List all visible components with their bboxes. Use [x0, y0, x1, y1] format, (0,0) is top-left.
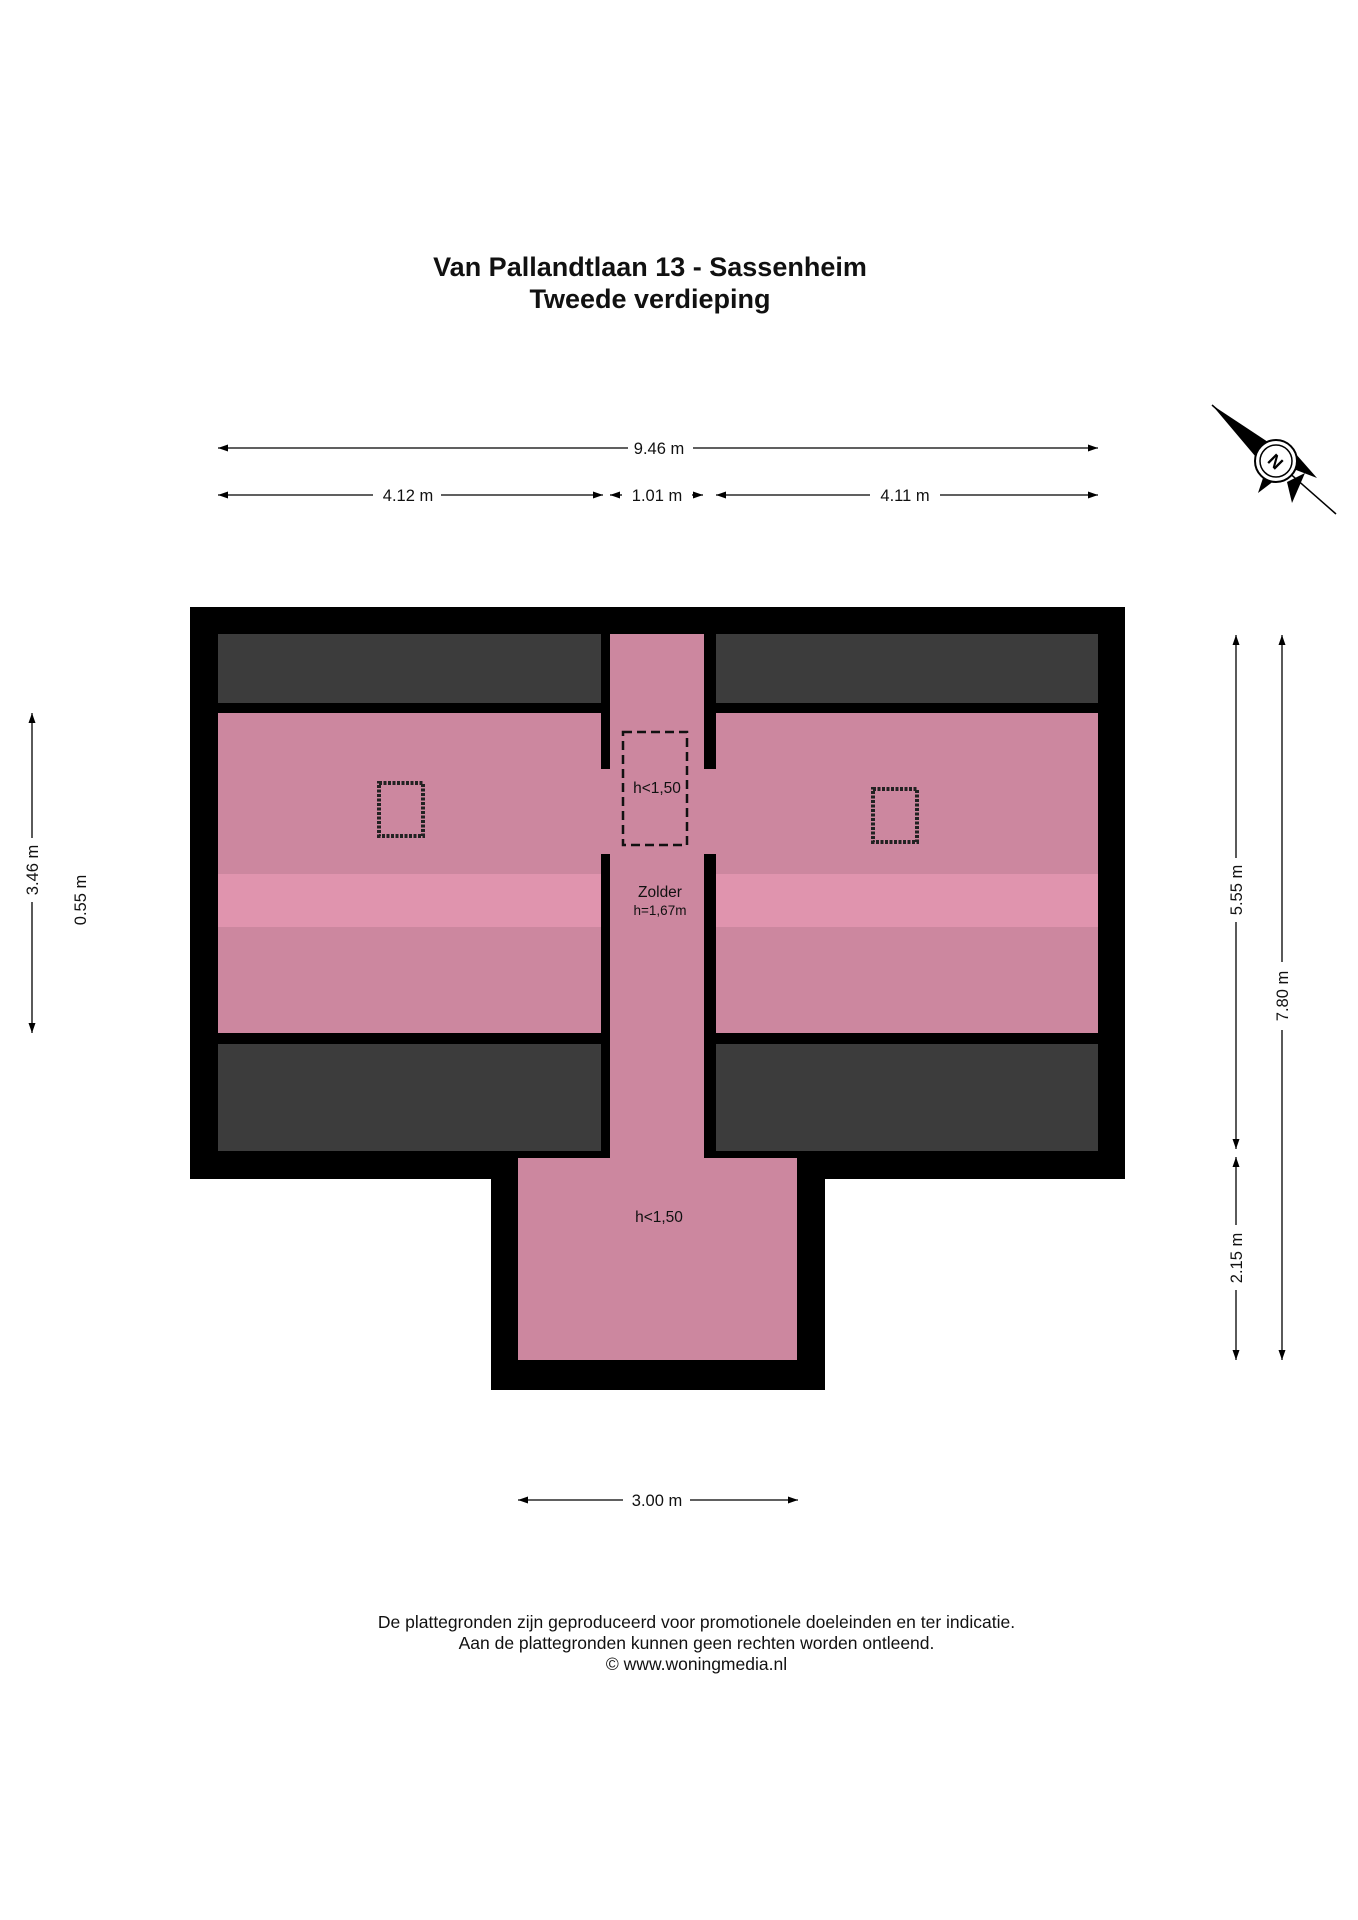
hatch-height-label: h<1,50: [633, 780, 681, 797]
corridor-link-left: [600, 769, 612, 854]
dimension-right-upper: 5.55 m: [1228, 635, 1246, 1149]
room-zolder: [218, 634, 1098, 1360]
room-name-zolder: Zolder: [638, 884, 682, 901]
light-strip-left: [218, 874, 601, 927]
low-area-top-left: [218, 634, 601, 703]
room-corridor: [610, 634, 704, 1160]
dimension-label: 9.46 m: [634, 440, 684, 458]
dimension-total-width: 9.46 m: [218, 440, 1098, 458]
dimension-label: 4.11 m: [880, 487, 929, 505]
skylight-right: [871, 787, 919, 844]
room-left-wing: [218, 713, 601, 1033]
low-area-top-right: [716, 634, 1098, 703]
dimension-right-lower: 2.15 m: [1228, 1157, 1246, 1360]
low-area-bottom-left: [218, 1044, 601, 1151]
dimension-label: 5.55 m: [1228, 865, 1246, 915]
low-ceiling-areas: [218, 634, 1098, 1151]
light-strip-right: [716, 874, 1098, 927]
disclaimer-line-2: Aan de plattegronden kunnen geen rechten…: [458, 1633, 935, 1653]
dimension-label: 7.80 m: [1274, 971, 1292, 1021]
address-title: Van Pallandtlaan 13 - Sassenheim: [433, 252, 867, 282]
dimension-label: 4.12 m: [383, 487, 433, 505]
dimension-left-width: 4.12 m: [218, 487, 603, 505]
low-area-bottom-right: [716, 1044, 1098, 1151]
corridor-link-right: [702, 769, 718, 854]
extension-height-label: h<1,50: [635, 1209, 683, 1226]
skylight-left: [377, 781, 425, 838]
dimension-middle-width: 1.01 m: [610, 487, 703, 505]
dimension-label: 2.15 m: [1228, 1233, 1246, 1283]
room-extension: [518, 1158, 797, 1360]
disclaimer-line-1: De plattegronden zijn geproduceerd voor …: [377, 1612, 1016, 1632]
attic-hatch: [621, 730, 689, 847]
dimension-label: 3.00 m: [632, 1492, 682, 1510]
north-arrow-icon: N: [1211, 404, 1337, 515]
dimension-label: 3.46 m: [24, 845, 42, 895]
room-height-zolder: h=1,67m: [634, 903, 687, 918]
floor-title: Tweede verdieping: [529, 284, 771, 314]
room-right-wing: [716, 713, 1098, 1033]
dimension-left-height: 3.46 m: [24, 713, 42, 1033]
dimension-label: 1.01 m: [632, 487, 682, 505]
copyright-line: © www.woningmedia.nl: [605, 1654, 788, 1674]
dimension-label: 0.55 m: [72, 875, 90, 925]
dimension-bottom-width: 3.00 m: [518, 1492, 798, 1510]
dimension-right-width: 4.11 m: [716, 487, 1098, 505]
dimension-left-strip: 0.55 m: [72, 875, 90, 925]
dimension-right-total: 7.80 m: [1274, 635, 1292, 1360]
